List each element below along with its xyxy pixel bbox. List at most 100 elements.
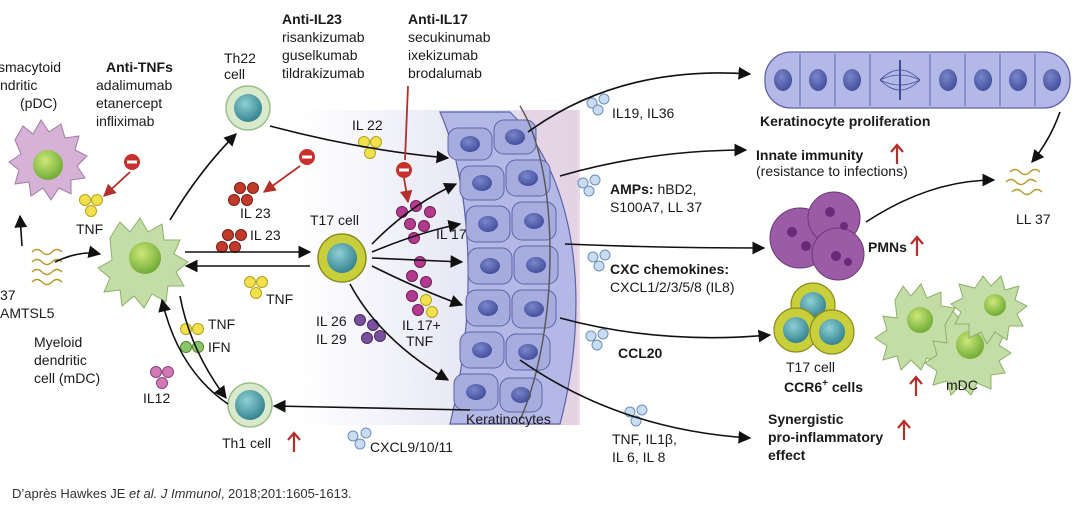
il29-label: IL 29 (316, 331, 347, 347)
increase-arrows (287, 143, 924, 452)
arrow (559, 143, 748, 177)
anti-il17-title: Anti-IL17 (408, 11, 468, 27)
pdc-label: smacytoid (0, 59, 61, 75)
anti-il23-drug: tildrakizumab (282, 65, 365, 81)
inhibit-arrow-il23 (262, 165, 301, 193)
inhibit-arrow-il17 (399, 177, 413, 204)
il17tnf-dots (406, 290, 438, 318)
tnf-dots-left (79, 194, 103, 217)
citation-prefix: D’après Hawkes JE (12, 486, 130, 501)
keratinocytes-label: Keratinocytes (466, 411, 551, 427)
arrow (1031, 111, 1061, 163)
t17-cluster-right (773, 282, 855, 355)
inhibit-arrow-tnf (103, 171, 131, 197)
proliferation-label: Keratinocyte proliferation (760, 113, 930, 129)
tnf-label-lower: TNF (208, 316, 235, 332)
up-arrow-innate (890, 143, 904, 164)
cxc-title: CXC chemokines: (610, 261, 729, 277)
il17tnf-label: TNF (406, 333, 433, 349)
t17-right-label: T17 cell (786, 359, 835, 375)
ccr6-sup: + (822, 378, 828, 389)
arrow (269, 125, 450, 164)
th22-cell (225, 85, 271, 131)
il26-il29-dots (354, 314, 386, 344)
citation-journal: J Immunol (160, 486, 221, 501)
tnf-label-left: TNF (76, 221, 103, 237)
pdc-label: ndritic (0, 77, 37, 93)
adamtsl5-label: AMTSL5 (0, 305, 55, 321)
anti-il23-drug: risankizumab (282, 29, 365, 45)
th22-label: Th22 (224, 50, 256, 66)
strip-nucleus (774, 69, 792, 91)
il17tnf-label: IL 17+ (402, 317, 441, 333)
keratinocyte-nucleus (526, 257, 546, 273)
th1-label: Th1 cell (222, 435, 271, 451)
tnf-il-label: TNF, IL1β, (612, 431, 677, 447)
keratinocyte-nucleus (511, 387, 531, 403)
anti-il17-drug: ixekizumab (408, 47, 478, 63)
arrow (169, 133, 237, 221)
labels: smacytoid ndritic (pDC) Anti-TNFs adalim… (0, 11, 1051, 465)
keratinocyte-nucleus (480, 258, 500, 274)
arrow (371, 182, 458, 245)
strip-nucleus (809, 69, 827, 91)
amps-rest: hBD2, (654, 181, 697, 197)
il23-dots-b (216, 229, 247, 253)
keratinocyte-strip (764, 51, 1071, 109)
il22-label: IL 22 (352, 117, 383, 133)
arrow (14, 214, 28, 247)
inhibit-arrow-il17-top (404, 85, 409, 161)
keratinocyte-nuclei (460, 129, 546, 403)
il23-label-a: IL 23 (240, 205, 271, 221)
arrow (527, 66, 752, 133)
mdc-label: dendritic (34, 352, 87, 368)
il23-label-b: IL 23 (250, 227, 281, 243)
keratinocyte-nucleus (466, 384, 486, 400)
anti-il23-title: Anti-IL23 (282, 11, 342, 27)
anti-tnf-drug: etanercept (96, 95, 162, 111)
keratinocyte-nucleus (518, 344, 538, 360)
mdc-right-label: mDC (946, 377, 978, 393)
inhibition-markers (103, 85, 413, 204)
ccr6-rest: cells (828, 379, 863, 395)
tnf-label-mid: TNF (266, 291, 293, 307)
t17-label: T17 cell (310, 212, 359, 228)
keratinocyte-nucleus (478, 300, 498, 316)
keratinocyte-nucleus (505, 129, 525, 145)
citation-etal: et al. (129, 486, 158, 501)
synergy-label: Synergistic (768, 411, 844, 427)
il17-label: IL 17 (436, 226, 467, 242)
amps-label-line2: S100A7, LL 37 (610, 199, 702, 215)
arrow (519, 359, 752, 444)
arrow (371, 265, 464, 308)
ll37-squiggle-left (31, 248, 63, 286)
arrow (349, 283, 450, 381)
pmns-label: PMNs (868, 239, 907, 255)
arrow (272, 399, 471, 413)
il22-dots (358, 136, 382, 159)
arrow (371, 255, 464, 268)
cxc-line2: CXCL1/2/3/5/8 (IL8) (610, 279, 735, 295)
il12-dots (150, 366, 174, 389)
arrow (559, 317, 772, 343)
up-arrow-pmns (910, 235, 924, 256)
mdc-label: cell (mDC) (34, 370, 100, 386)
anti-tnf-drug: adalimumab (96, 77, 172, 93)
ll37-squiggle-right (1005, 168, 1043, 196)
ccl20-label: CCL20 (618, 345, 663, 361)
citation: D’après Hawkes JE et al. J Immunol, 2018… (12, 486, 352, 501)
amps-title: AMPs: (610, 181, 654, 197)
strip-nucleus (939, 69, 957, 91)
synergy-label: effect (768, 447, 806, 463)
th1-nucleus (235, 390, 265, 420)
t17-nucleus (327, 243, 357, 273)
keratinocyte-nucleus (518, 170, 538, 186)
keratinocyte-nucleus (472, 175, 492, 191)
strip-nucleus (843, 69, 861, 91)
t17-cell (317, 233, 367, 283)
il17-dots (396, 200, 436, 288)
il12-label: IL12 (143, 390, 170, 406)
ll37-label-left: 37 (0, 287, 16, 303)
mdc-label: Myeloid (34, 334, 82, 350)
th1-cell (227, 382, 273, 428)
